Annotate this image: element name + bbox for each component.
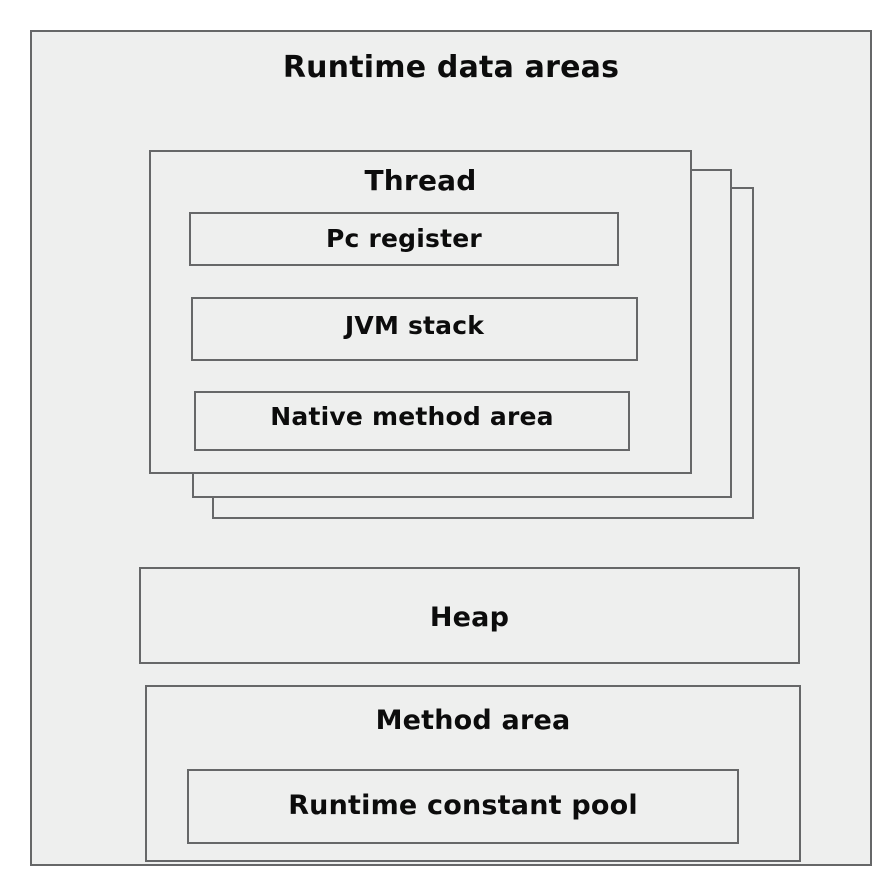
runtime-data-areas-container: Runtime data areas Thread Pc register JV… [30, 30, 872, 866]
pc-register-box: Pc register [189, 212, 619, 266]
jvm-stack-box: JVM stack [191, 297, 638, 361]
heap-box: Heap [139, 567, 800, 664]
thread-stack-sheet-front: Thread Pc register JVM stack Native meth… [149, 150, 692, 474]
method-area-box: Method area Runtime constant pool [145, 685, 801, 862]
native-method-area-box: Native method area [194, 391, 630, 451]
method-area-label: Method area [375, 705, 571, 736]
runtime-constant-pool-label: Runtime constant pool [288, 790, 638, 821]
native-method-area-label: Native method area [270, 402, 554, 431]
heap-label: Heap [429, 602, 510, 633]
jvm-stack-label: JVM stack [344, 311, 485, 340]
pc-register-label: Pc register [326, 224, 482, 253]
runtime-data-areas-title: Runtime data areas [282, 50, 620, 85]
runtime-constant-pool-box: Runtime constant pool [187, 769, 739, 844]
thread-title: Thread [364, 164, 477, 197]
